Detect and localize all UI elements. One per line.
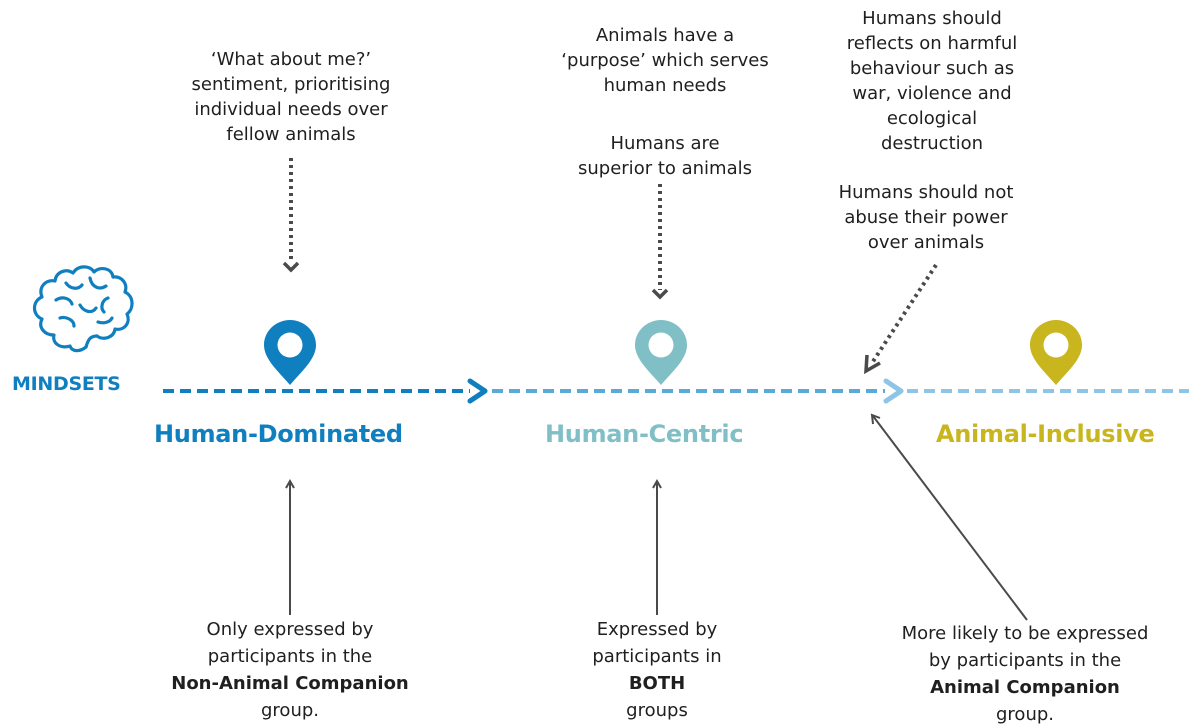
solid-pointer-dominated — [285, 478, 295, 615]
solid-pointer-centric — [652, 478, 662, 615]
bottom-note-animal-inclusive: More likely to be expressed by participa… — [901, 623, 1149, 725]
note-harmful-behaviour: Humans should reflects on harmful behavi… — [846, 8, 1018, 154]
stage-label-animal-inclusive: Animal-Inclusive — [936, 420, 1155, 448]
dotted-pointer-centric — [651, 184, 669, 300]
stage-label-human-centric: Human-Centric — [545, 420, 744, 448]
pin-human-dominated-icon — [264, 320, 316, 385]
solid-pointer-inclusive — [870, 413, 1028, 621]
timeline-chevron-2 — [883, 378, 904, 404]
note-humans-superior: Humans are superior to animals — [578, 133, 752, 179]
timeline-chevron-1 — [467, 378, 488, 404]
dotted-pointer-inclusive — [864, 263, 938, 375]
stage-label-human-dominated: Human-Dominated — [154, 420, 403, 448]
bottom-note-human-dominated: Only expressed by participants in the No… — [171, 619, 409, 721]
note-what-about-me: ‘What about me?’ sentiment, prioritising… — [191, 49, 391, 145]
mindsets-label: MINDSETS — [12, 373, 121, 395]
pin-human-centric-icon — [635, 320, 687, 385]
note-abuse-power: Humans should not abuse their power over… — [838, 182, 1014, 253]
brain-icon — [32, 265, 134, 353]
dotted-pointer-dominated — [282, 158, 300, 273]
bottom-note-human-centric: Expressed by participants in BOTH groups — [592, 619, 722, 721]
note-animals-purpose: Animals have a ‘purpose’ which serves hu… — [561, 25, 769, 96]
pin-animal-inclusive-icon — [1030, 320, 1082, 385]
